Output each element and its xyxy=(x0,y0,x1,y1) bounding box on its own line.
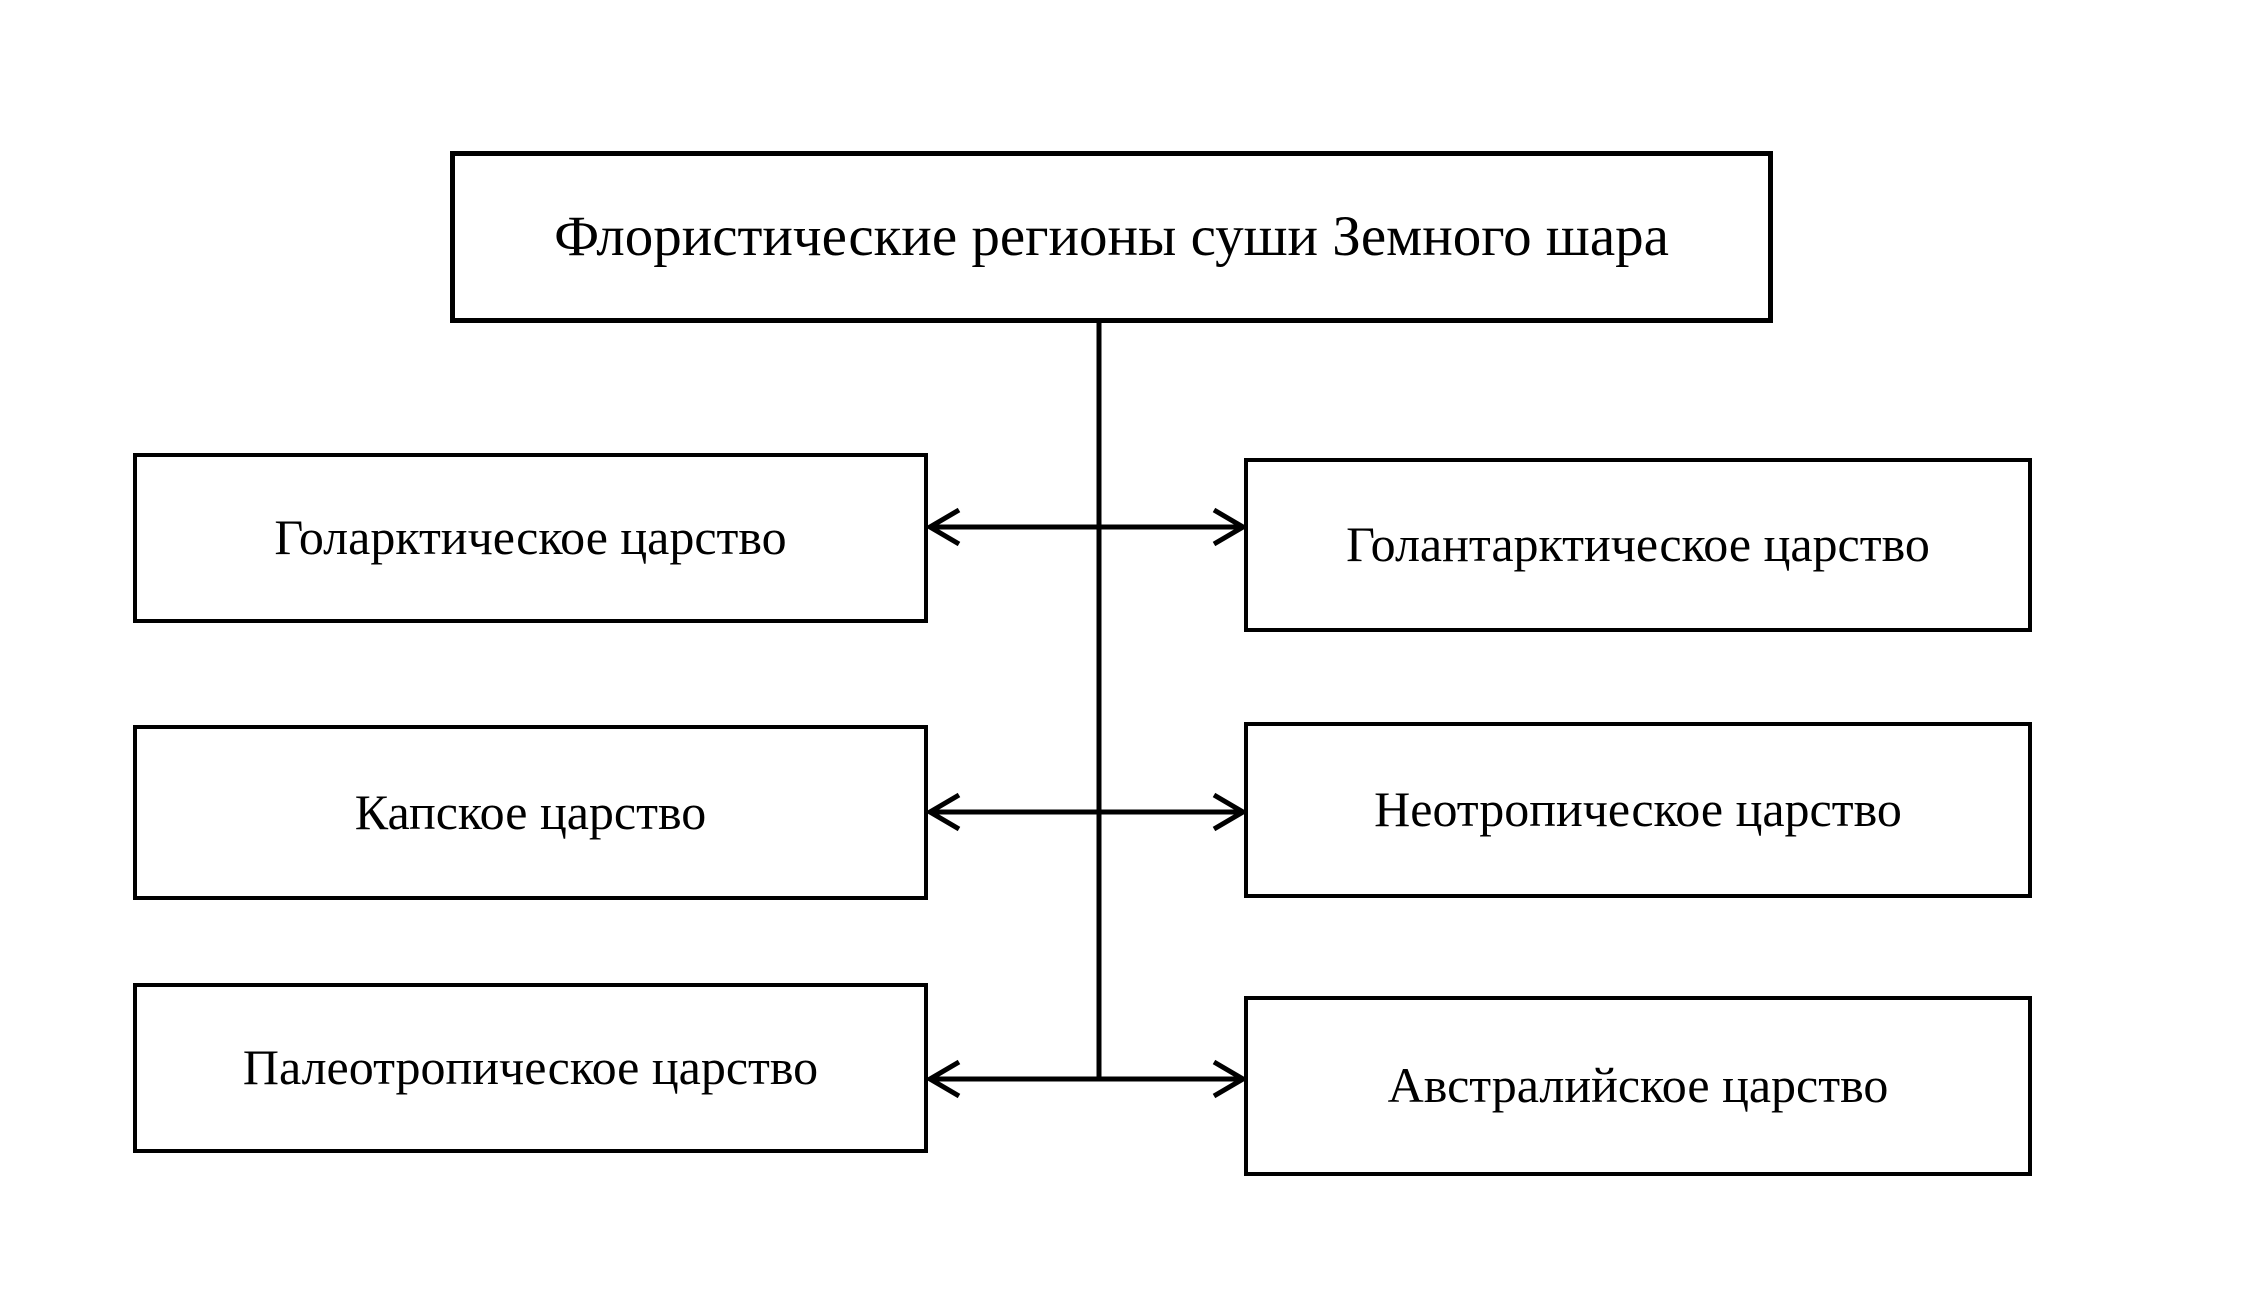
box-australian-kingdom: Австралийское царство xyxy=(1244,996,2032,1176)
box-paleotropical-kingdom: Палеотропическое царство xyxy=(133,983,928,1153)
box-neotropical-kingdom: Неотропическое царство xyxy=(1244,722,2032,898)
double-arrow-row-1 xyxy=(925,507,1248,547)
box-label: Голарктическое царство xyxy=(274,509,787,566)
box-label: Капское царство xyxy=(354,783,707,840)
double-arrow-row-3 xyxy=(925,1059,1248,1099)
box-label: Австралийское царство xyxy=(1387,1057,1889,1114)
double-arrow-row-2 xyxy=(925,792,1248,832)
box-cape-kingdom: Капское царство xyxy=(133,725,928,900)
box-label: Неотропическое царство xyxy=(1374,781,1902,838)
box-label: Голантарктическое царство xyxy=(1346,516,1930,573)
box-holantarctic-kingdom: Голантарктическое царство xyxy=(1244,458,2032,632)
box-label: Палеотропическое царство xyxy=(242,1039,819,1096)
box-floristic-regions: Флористические регионы суши Земного шара xyxy=(450,151,1773,323)
box-label: Флористические регионы суши Земного шара xyxy=(554,205,1669,269)
box-holarctic-kingdom: Голарктическое царство xyxy=(133,453,928,623)
